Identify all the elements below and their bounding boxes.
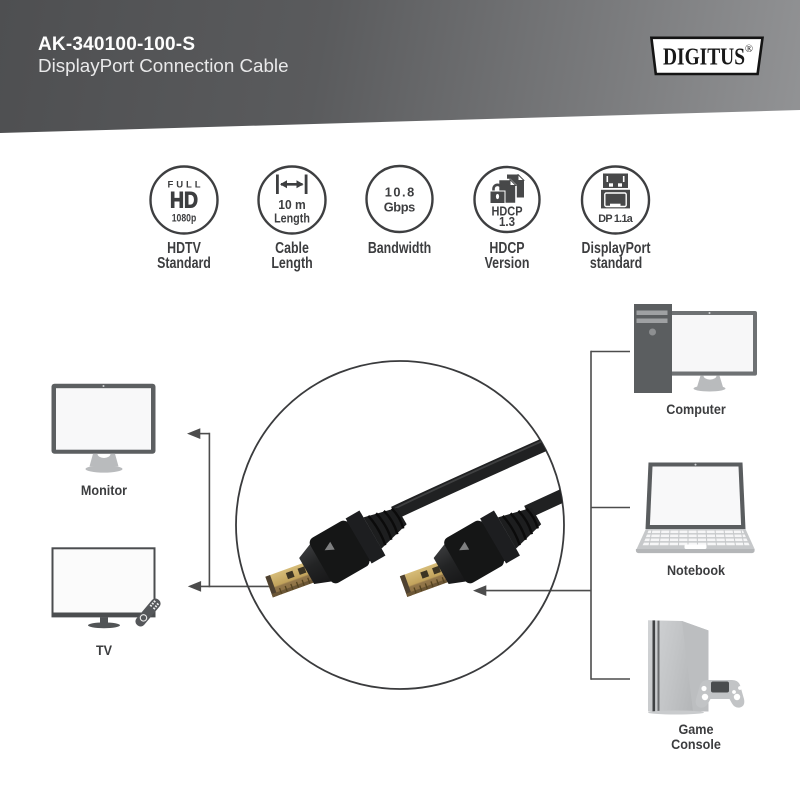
svg-text:DP 1.1a: DP 1.1a [598, 213, 633, 225]
svg-text:Gbps: Gbps [384, 200, 416, 215]
svg-text:Length: Length [274, 212, 310, 226]
svg-text:10.8: 10.8 [385, 185, 415, 200]
svg-text:®: ® [745, 44, 753, 55]
svg-text:10 m: 10 m [278, 198, 306, 212]
svg-text:HDCP: HDCP [492, 204, 523, 219]
svg-text:DIGITUS: DIGITUS [663, 44, 745, 71]
svg-text:HD: HD [170, 188, 198, 213]
svg-text:1080p: 1080p [172, 213, 197, 225]
svg-text:1.3: 1.3 [499, 214, 515, 229]
